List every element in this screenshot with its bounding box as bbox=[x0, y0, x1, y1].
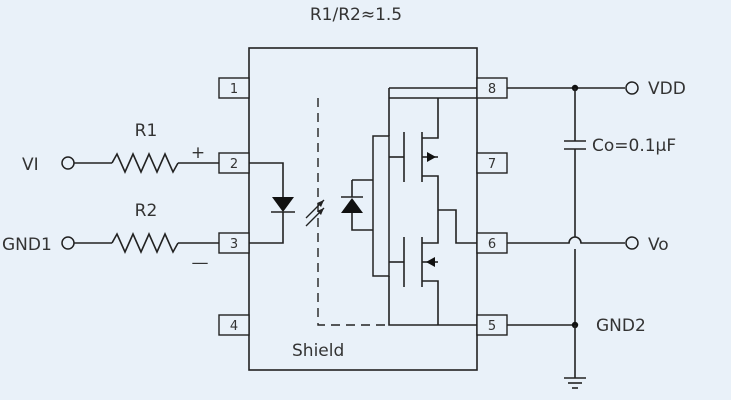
r2-resistor bbox=[111, 232, 179, 254]
ic-package bbox=[248, 47, 478, 371]
vo-terminal bbox=[625, 236, 639, 250]
svg-text:8: 8 bbox=[488, 82, 496, 97]
r1-label: R1 bbox=[135, 121, 158, 141]
vo-label: Vo bbox=[648, 235, 669, 255]
pin-3: 3 bbox=[218, 232, 250, 254]
svg-text:1: 1 bbox=[230, 82, 238, 97]
vi-terminal bbox=[61, 156, 75, 170]
nmos-transistor bbox=[389, 220, 439, 325]
r2-label: R2 bbox=[135, 201, 158, 221]
led-diode-icon bbox=[272, 197, 294, 212]
pin-5: 5 bbox=[476, 314, 508, 336]
shield-line bbox=[317, 98, 386, 326]
svg-text:2: 2 bbox=[230, 157, 238, 172]
led-cathode-wire bbox=[249, 212, 284, 244]
co-label: Co=0.1μF bbox=[592, 136, 676, 156]
pin-4: 4 bbox=[218, 314, 250, 336]
vo-wire bbox=[507, 236, 625, 244]
pin-6: 6 bbox=[476, 232, 508, 254]
pin-8: 8 bbox=[476, 77, 508, 99]
gnd1-terminal bbox=[61, 236, 75, 250]
plus-sign: + bbox=[191, 143, 205, 163]
photodiode-bottom-wire bbox=[351, 213, 373, 231]
pin-2: 2 bbox=[218, 152, 250, 174]
ground-symbol-icon bbox=[564, 377, 586, 389]
led-anode-wire bbox=[249, 162, 284, 197]
amplifier-block bbox=[372, 135, 390, 277]
output-internal-wire bbox=[438, 209, 477, 244]
vi-label: VI bbox=[22, 155, 39, 175]
pin-7: 7 bbox=[476, 152, 508, 174]
svg-text:3: 3 bbox=[230, 237, 238, 252]
svg-text:6: 6 bbox=[488, 237, 496, 252]
svg-text:4: 4 bbox=[230, 319, 238, 334]
vdd-terminal bbox=[625, 81, 639, 95]
pmos-transistor bbox=[389, 98, 439, 205]
light-emission-arrows-icon bbox=[305, 199, 325, 227]
gnd2-label: GND2 bbox=[596, 316, 646, 336]
pin-1: 1 bbox=[218, 77, 250, 99]
photodiode-icon bbox=[341, 198, 363, 213]
minus-sign: — bbox=[192, 253, 209, 273]
shield-label: Shield bbox=[292, 341, 344, 361]
ratio-title: R1/R2≈1.5 bbox=[310, 5, 402, 25]
svg-text:5: 5 bbox=[488, 319, 496, 334]
svg-text:7: 7 bbox=[488, 157, 496, 172]
gnd1-label: GND1 bbox=[2, 235, 52, 255]
r1-resistor bbox=[111, 152, 179, 174]
vdd-label: VDD bbox=[648, 79, 686, 99]
amp-gnd-wire bbox=[388, 276, 477, 326]
